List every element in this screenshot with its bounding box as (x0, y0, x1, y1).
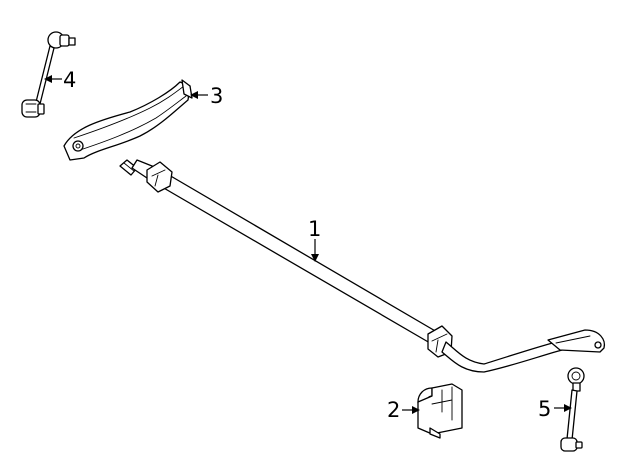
stabilizer-bar[interactable] (119, 159, 606, 373)
leader-3 (190, 91, 208, 99)
callout-4: 4 (63, 68, 76, 92)
callout-5: 5 (538, 397, 551, 421)
callout-3: 3 (210, 84, 223, 108)
bushing-part[interactable] (417, 383, 463, 439)
callout-2: 2 (387, 398, 400, 422)
stabilizer-link-left[interactable] (21, 31, 76, 118)
stabilizer-link-right[interactable] (560, 367, 585, 452)
callout-1: 1 (308, 217, 321, 241)
leader-1 (311, 239, 319, 262)
leader-2 (402, 406, 420, 414)
control-arm[interactable] (63, 79, 193, 161)
leader-4 (44, 75, 62, 83)
leader-5 (554, 404, 572, 412)
